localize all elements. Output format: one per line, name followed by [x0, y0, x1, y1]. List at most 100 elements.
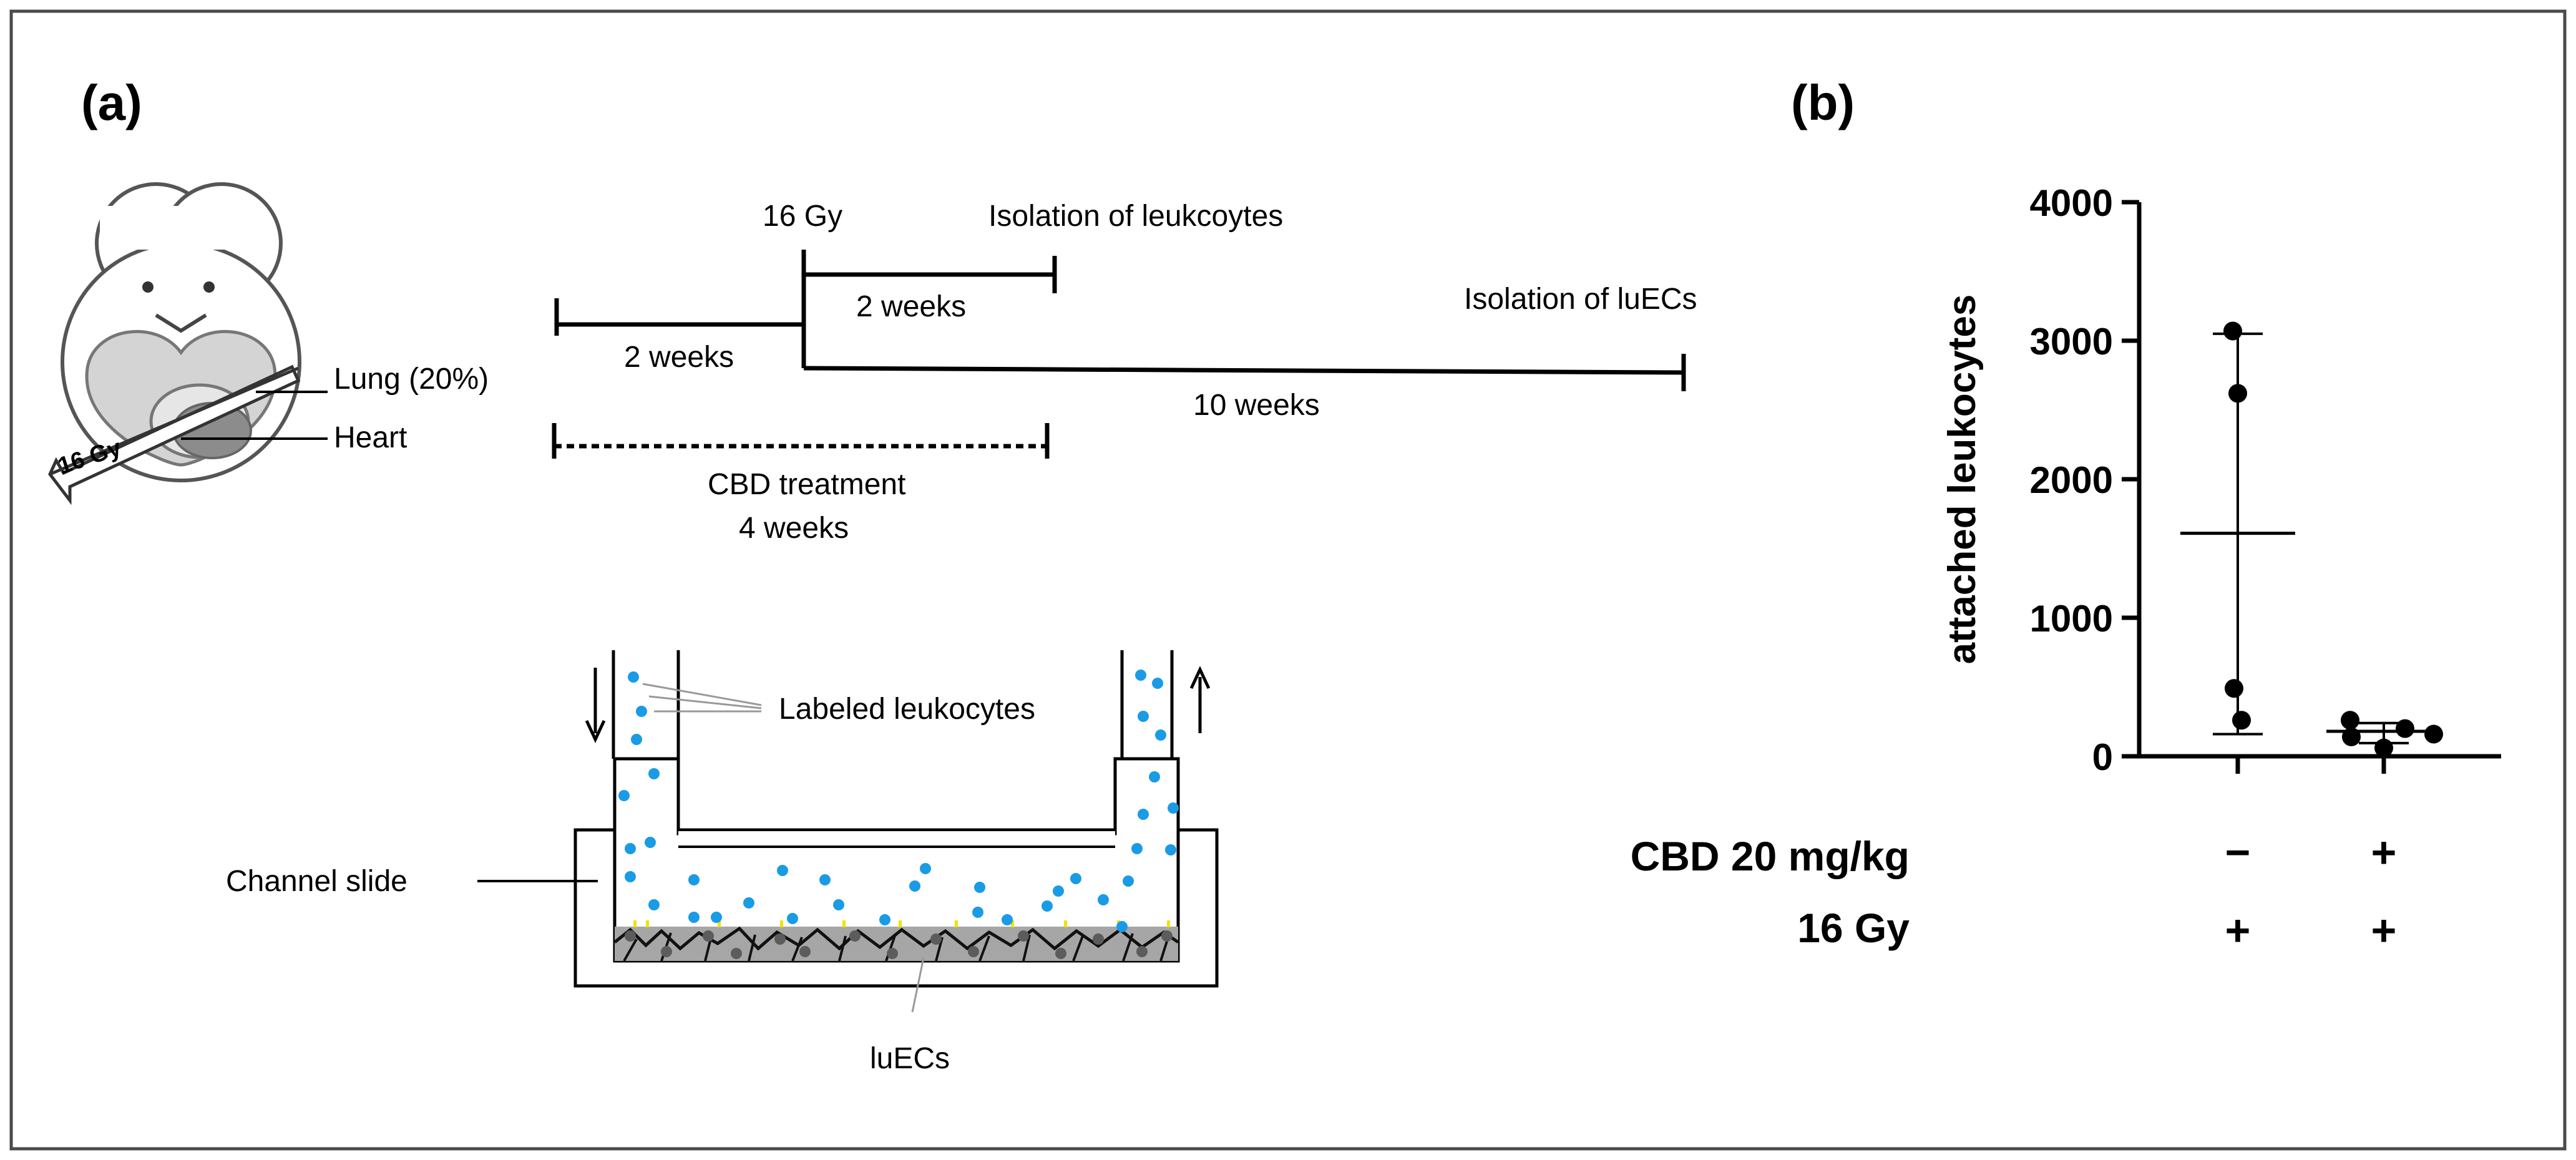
- data-point: [2341, 711, 2359, 730]
- panel-a: (a) 16 Gy Lung (20%) Heart 16 Gy: [48, 75, 1697, 1075]
- leukocyte-dot: [636, 706, 647, 717]
- inflow-arrowhead-icon: [585, 719, 606, 743]
- adhesion-molecule: [842, 920, 846, 927]
- luec-nucleus: [1136, 946, 1148, 957]
- luec-nucleus: [887, 948, 898, 959]
- mouse-illustration: 16 Gy Lung (20%) Heart: [48, 182, 489, 505]
- data-point: [2232, 711, 2251, 730]
- leukocyte-dot: [819, 874, 831, 885]
- leukocyte-dot: [1135, 670, 1146, 681]
- panel-b-label: (b): [1791, 75, 1855, 130]
- luec-nucleus: [930, 933, 942, 945]
- leukocyte-dot: [1155, 729, 1166, 741]
- panel-b: (b) attached leukocytes 0100020003000400…: [1631, 75, 2501, 955]
- adhesion-molecule: [780, 920, 783, 927]
- mouse-left-eye: [142, 281, 154, 293]
- adhesion-molecule: [1011, 920, 1014, 927]
- chart-y-axis-label: attached leukocytes: [1941, 295, 1984, 665]
- y-tick-label: 3000: [2030, 321, 2113, 363]
- luec-nucleus: [1093, 933, 1104, 945]
- luec-nucleus: [774, 933, 786, 945]
- leukocyte-dot: [625, 871, 636, 882]
- leukocyte-dot: [920, 863, 931, 874]
- channel-gap-mask: [678, 831, 1115, 836]
- inlet-outlet-tubes: [612, 650, 1174, 759]
- leukocyte-dot: [1042, 900, 1053, 912]
- y-tick-label: 2000: [2030, 459, 2113, 501]
- outflow-arrowhead-icon: [1189, 666, 1211, 690]
- leukocyte-dot: [1152, 678, 1163, 689]
- luec-nucleus: [968, 946, 979, 957]
- y-tick-label: 0: [2092, 736, 2113, 778]
- cbd-weeks-label: 4 weeks: [739, 512, 849, 545]
- group1-cbd-sign: −: [2225, 828, 2251, 877]
- panel-a-label: (a): [81, 75, 142, 130]
- post-weeks-label: 2 weeks: [856, 290, 966, 323]
- beam-line-top: [49, 366, 299, 476]
- luec-nucleus: [849, 930, 861, 942]
- leukocyte-dot: [648, 768, 660, 779]
- leukocyte-dot: [628, 671, 639, 683]
- row-label-gy: 16 Gy: [1797, 905, 1910, 951]
- cbd-treatment-label: CBD treatment: [708, 468, 905, 501]
- mouse-right-eye: [203, 281, 215, 293]
- leukocyte-dot: [1098, 894, 1109, 905]
- mouse-mouth: [155, 313, 207, 333]
- leukocyte-dot: [1165, 844, 1176, 855]
- adhesion-molecule: [1064, 920, 1067, 927]
- adhesion-molecule: [633, 920, 637, 927]
- leukocyte-dot: [879, 914, 890, 925]
- leukocyte-dot: [711, 912, 722, 923]
- heart-label: Heart: [334, 421, 407, 454]
- adhesion-molecule: [955, 920, 958, 927]
- long-weeks-label: 10 weeks: [1193, 389, 1320, 422]
- leukocyte-dot: [743, 897, 754, 909]
- luec-nucleus: [625, 930, 636, 942]
- leukocyte-dot: [1131, 843, 1143, 854]
- mouse-ear-mask: [100, 206, 262, 250]
- leukocyte-dot: [688, 912, 700, 923]
- leukocytes-label: Labeled leukocytes: [779, 693, 1035, 726]
- leukocyte-dot: [1116, 921, 1128, 932]
- figure-frame: [9, 9, 2567, 1151]
- lung-label: Lung (20%): [334, 363, 489, 396]
- isolation-leukocytes-label: Isolation of leukcoytes: [988, 200, 1283, 233]
- luec-nucleus: [661, 946, 672, 957]
- luec-nucleus: [1161, 930, 1173, 942]
- group2-gy-sign: +: [2371, 906, 2397, 955]
- flow-chamber: Labeled leukocytes Channel slide luECs: [226, 650, 1219, 1075]
- cells-label: luECs: [870, 1042, 950, 1075]
- leukocyte-dot: [1138, 711, 1149, 722]
- leukocyte-dot: [972, 907, 983, 918]
- pre-weeks-label: 2 weeks: [624, 341, 734, 374]
- long-term-line: [803, 366, 1684, 375]
- timeline: 16 Gy Isolation of leukcoytes 2 weeks 2 …: [552, 200, 1697, 545]
- data-point: [2424, 724, 2443, 744]
- y-tick-label: 4000: [2030, 182, 2113, 224]
- leukocyte-dot: [648, 899, 660, 910]
- luec-nuclei: [625, 930, 1173, 959]
- leukocyte-dot: [645, 837, 656, 848]
- leukocyte-dot: [909, 880, 920, 892]
- data-point: [2342, 727, 2361, 746]
- data-point: [2225, 679, 2243, 698]
- leukocyte-dot: [1138, 809, 1149, 820]
- data-point: [2223, 321, 2242, 341]
- radiation-arrow-icon: [48, 364, 301, 505]
- adhesion-molecule: [718, 920, 721, 927]
- leukocyte-dot: [625, 843, 636, 854]
- luec-nucleus: [1055, 948, 1066, 959]
- luec-nucleus: [1018, 930, 1029, 942]
- row-label-cbd: CBD 20 mg/kg: [1631, 833, 1910, 879]
- leukocyte-dot: [974, 882, 985, 893]
- luec-nucleus: [799, 946, 811, 957]
- group1-gy-sign: +: [2225, 906, 2251, 955]
- leukocyte-dot: [777, 865, 788, 876]
- leukocyte-dot: [1168, 802, 1179, 814]
- luec-callout-line: [911, 957, 925, 1013]
- luec-nucleus: [703, 930, 714, 942]
- data-point: [2374, 738, 2393, 758]
- group2-cbd-sign: +: [2371, 828, 2397, 877]
